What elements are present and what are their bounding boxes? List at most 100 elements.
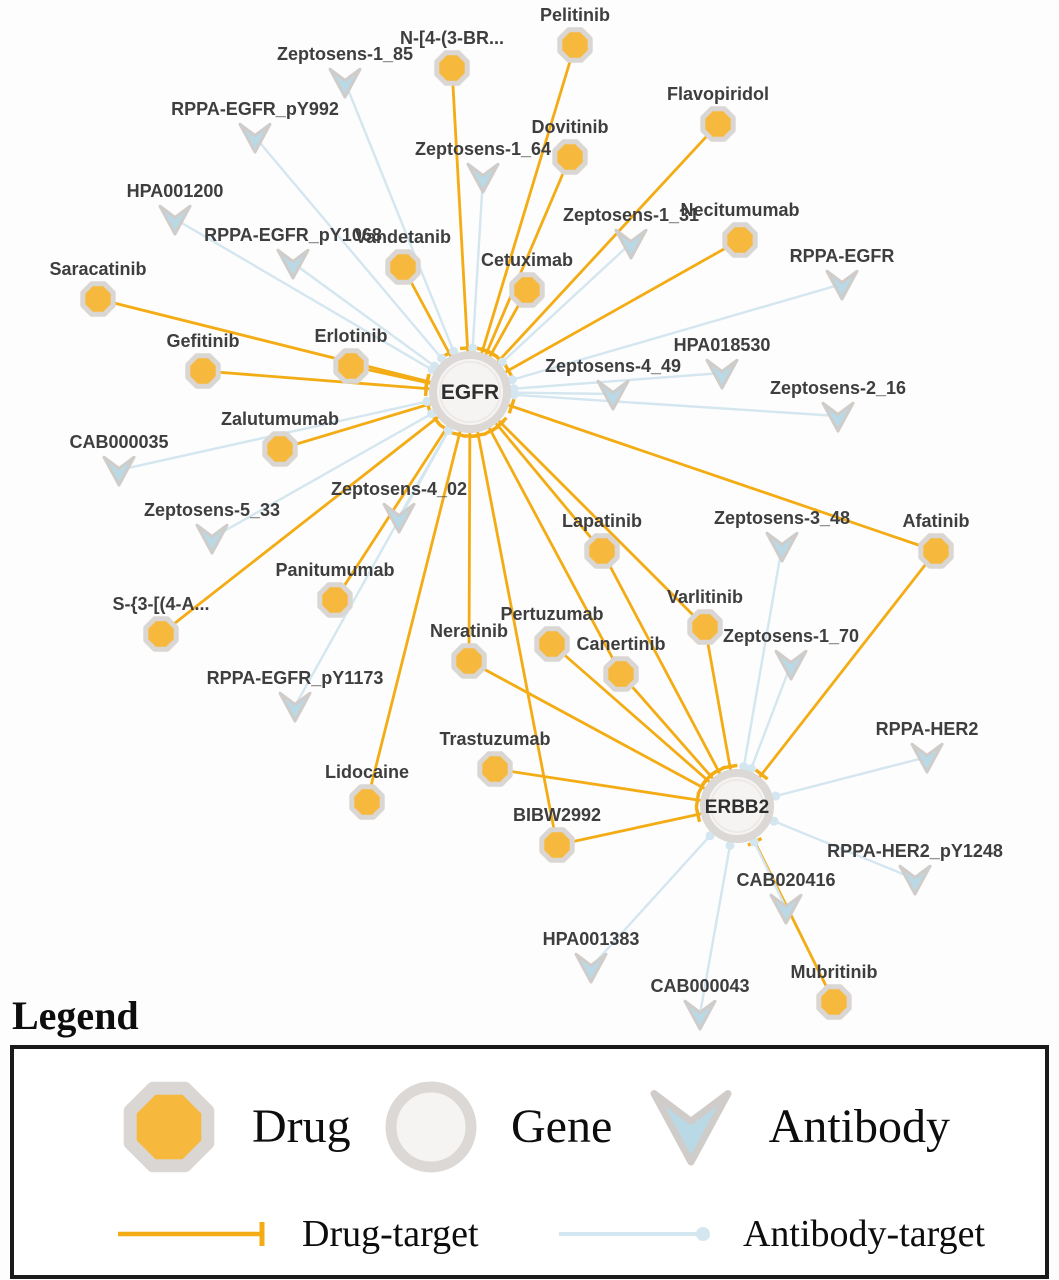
drug-node — [557, 27, 593, 63]
antibody-label: CAB020416 — [736, 870, 835, 890]
antibody-layer — [102, 67, 944, 1031]
antibody-chevron-icon — [825, 269, 859, 301]
edge-layer — [97, 44, 938, 1015]
drug-node — [816, 984, 852, 1020]
antibody-label: CAB000043 — [650, 976, 749, 996]
antibody-node — [898, 864, 932, 896]
drug-node — [185, 353, 221, 389]
drug-node — [552, 139, 588, 175]
antibody-chevron-icon — [195, 523, 229, 555]
gene-label: EGFR — [441, 381, 499, 404]
edge-dot — [739, 762, 749, 772]
drug-octagon-icon — [349, 784, 385, 820]
antibody-target-edge — [118, 390, 471, 472]
antibody-node — [596, 379, 630, 411]
drug-target-edge — [469, 238, 741, 394]
antibody-node — [466, 162, 500, 194]
antibody-label: RPPA-EGFR_pY1068 — [204, 225, 382, 245]
antibody-node — [774, 649, 808, 681]
legend-item-antibody-target: Antibody-target — [555, 1215, 985, 1253]
gene-node — [429, 351, 511, 433]
drug-octagon-icon — [434, 50, 470, 86]
drug-label: Trastuzumab — [439, 729, 550, 749]
edge-dot — [422, 397, 432, 407]
antibody-label: Zeptosens-1_64 — [415, 139, 551, 159]
drug-node — [918, 533, 954, 569]
antibody-label: Zeptosens-1_70 — [723, 626, 859, 646]
antibody-node — [276, 248, 310, 280]
drug-label: Necitumumab — [680, 200, 799, 220]
antibody-chevron-icon — [278, 691, 312, 723]
edge-dot — [449, 346, 459, 356]
drug-label: Pelitinib — [540, 5, 610, 25]
antibody-chevron-icon — [774, 649, 808, 681]
drug-target-edge — [469, 390, 937, 553]
drug-label: Neratinib — [430, 621, 508, 641]
antibody-chevron-icon — [158, 204, 192, 236]
drug-node — [534, 626, 570, 662]
drug-node — [262, 431, 298, 467]
antibody-chevron-icon — [596, 379, 630, 411]
legend-node-row: Drug Gene Antibody — [14, 1072, 1045, 1182]
antibody-target-edge — [469, 282, 843, 394]
inhibition-tee — [423, 374, 431, 391]
drug-node — [333, 348, 369, 384]
drug-target-edge — [494, 767, 738, 808]
edge-dot — [468, 343, 478, 353]
antibody-node — [328, 67, 362, 99]
label-layer: PelitinibN-[4-(3-BR...FlavopiridolDoviti… — [49, 5, 1002, 996]
antibody-chevron-icon — [614, 228, 648, 260]
legend-edge-row: Drug-target Antibody-target — [14, 1215, 1045, 1253]
drug-node — [700, 106, 736, 142]
antibody-target-edge — [293, 391, 472, 707]
drug-label: Afatinib — [903, 511, 970, 531]
inhibition-tee — [722, 763, 738, 770]
legend-gene-label: Gene — [511, 1099, 613, 1153]
edge-dot — [749, 837, 759, 847]
drug-octagon-icon — [816, 984, 852, 1020]
drug-octagon-icon — [918, 533, 954, 569]
drug-label: N-[4-(3-BR... — [400, 28, 504, 48]
antibody-chevron-icon — [276, 248, 310, 280]
antibody-label: Zeptosens-4_02 — [331, 479, 467, 499]
edge-dot — [509, 390, 519, 400]
drug-target-edge — [468, 44, 577, 393]
drug-icon — [114, 1072, 224, 1182]
drug-label: Pertuzumab — [500, 604, 603, 624]
gene-inner-ring — [439, 361, 501, 423]
drug-node — [539, 827, 575, 863]
drug-octagon-icon — [687, 609, 723, 645]
drug-node — [143, 616, 179, 652]
antibody-chevron-icon — [769, 893, 803, 925]
drug-node — [317, 582, 353, 618]
antibody-chevron-icon — [238, 122, 272, 154]
gene-icon — [379, 1075, 483, 1179]
legend-item-drug-target: Drug-target — [114, 1215, 479, 1253]
drug-label: Varlitinib — [667, 587, 743, 607]
legend-antibody-label: Antibody — [768, 1099, 950, 1153]
drug-octagon-icon — [317, 582, 353, 618]
drug-label: Gefitinib — [167, 331, 240, 351]
antibody-target-edge — [735, 545, 784, 807]
antibody-node — [382, 502, 416, 534]
antibody-chevron-icon — [683, 999, 717, 1031]
legend-item-antibody: Antibody — [641, 1079, 950, 1175]
inhibition-tee — [694, 792, 701, 808]
antibody-chevron-icon — [821, 401, 855, 433]
drug-octagon-icon — [557, 27, 593, 63]
drug-octagon-icon — [451, 643, 487, 679]
legend-box: Drug Gene Antibody Drug-target Antibody-… — [10, 1045, 1049, 1279]
drug-label: Lidocaine — [325, 762, 409, 782]
inhibition-tee — [700, 772, 714, 787]
antibody-node — [825, 269, 859, 301]
inhibition-tee — [494, 416, 508, 430]
drug-label: Saracatinib — [49, 259, 146, 279]
antibody-label: RPPA-EGFR_pY992 — [171, 99, 339, 119]
antibody-node — [683, 999, 717, 1031]
drug-node — [509, 272, 545, 308]
drug-target-edge — [450, 67, 476, 393]
antibody-node — [765, 531, 799, 563]
inhibition-tee — [754, 768, 769, 781]
drug-node — [584, 533, 620, 569]
antibody-label: Zeptosens-1_85 — [277, 44, 413, 64]
